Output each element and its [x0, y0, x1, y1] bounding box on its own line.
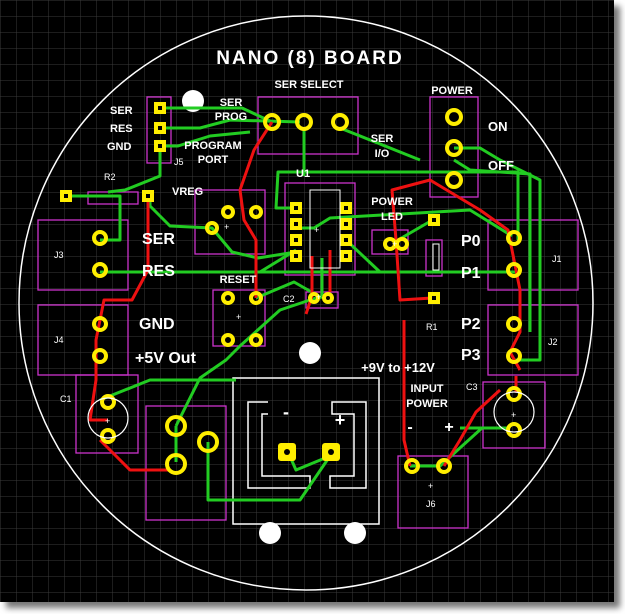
u1-plus-mark: + [314, 225, 319, 235]
ser-pin-label: SER [110, 105, 133, 117]
pcb-layout: NANO (8) BOARD SER SELECT POWER SER PROG… [0, 0, 614, 602]
r2-label: R2 [104, 172, 116, 182]
p2-label: P2 [461, 316, 481, 333]
power-led-label-1: POWER [371, 196, 413, 208]
u1-label: U1 [296, 168, 310, 180]
gnd-header-label: GND [139, 316, 175, 333]
vreg-label: VREG [172, 186, 203, 198]
j4-label: J4 [54, 335, 64, 345]
vin-label: +9V to +12V [361, 360, 435, 375]
power-switch-label: POWER [431, 85, 473, 97]
board-title: NANO (8) BOARD [216, 48, 403, 69]
polarity-marks: + + + + + + + + [105, 222, 516, 491]
on-label: ON [488, 119, 508, 134]
c3-label: C3 [466, 382, 478, 392]
board-outline [18, 15, 594, 591]
ser-prog-label-1: SER [220, 97, 243, 109]
j5-label: J5 [174, 157, 184, 167]
power-led-label-2: LED [381, 211, 403, 223]
ser-io-label-2: I/O [375, 148, 390, 160]
res-pin-label: RES [110, 123, 133, 135]
ser-select-label: SER SELECT [274, 79, 343, 91]
c1-plus-mark: + [105, 416, 110, 426]
j3-label: J3 [54, 250, 64, 260]
ser-prog-label-2: PROG [215, 111, 247, 123]
power-jack-outline [232, 377, 380, 525]
pads [60, 102, 535, 475]
plus5v-label: +5V Out [135, 350, 197, 367]
r1-label: R1 [426, 322, 438, 332]
program-port-label-2: PORT [198, 154, 229, 166]
ser-io-label-1: SER [371, 133, 394, 145]
c1-label: C1 [60, 394, 72, 404]
j6-label: J6 [426, 499, 436, 509]
j2-label: J2 [548, 337, 558, 347]
led-plus-mark: + [392, 239, 397, 249]
reset-plus-mark: + [236, 312, 241, 322]
input-power-label-1: INPUT [411, 383, 444, 395]
c2-label: C2 [283, 294, 295, 304]
pcb-frame: NANO (8) BOARD SER SELECT POWER SER PROG… [0, 0, 614, 602]
p3-label: P3 [461, 347, 481, 364]
p0-label: P0 [461, 233, 481, 250]
jack-plus-label: + [335, 410, 346, 430]
j6-plus-mark: + [428, 481, 433, 491]
p1-label: P1 [461, 265, 481, 282]
c3-plus-mark: + [511, 410, 516, 420]
input-plus-label: + [444, 419, 453, 436]
component-outlines [37, 96, 579, 529]
c2-plus-mark: + [316, 292, 321, 302]
res-header-label: RES [142, 263, 175, 280]
input-power-label-2: POWER [406, 398, 448, 410]
jack-minus-label: - [283, 402, 289, 422]
ser-header-label: SER [142, 231, 175, 248]
reset-label: RESET [220, 274, 257, 286]
vreg-plus-mark: + [224, 222, 229, 232]
program-port-label-1: PROGRAM [184, 140, 241, 152]
input-minus-label: - [407, 419, 412, 436]
off-label: OFF [488, 158, 514, 173]
gnd-pin-label: GND [107, 141, 132, 153]
j1-label: J1 [552, 254, 562, 264]
